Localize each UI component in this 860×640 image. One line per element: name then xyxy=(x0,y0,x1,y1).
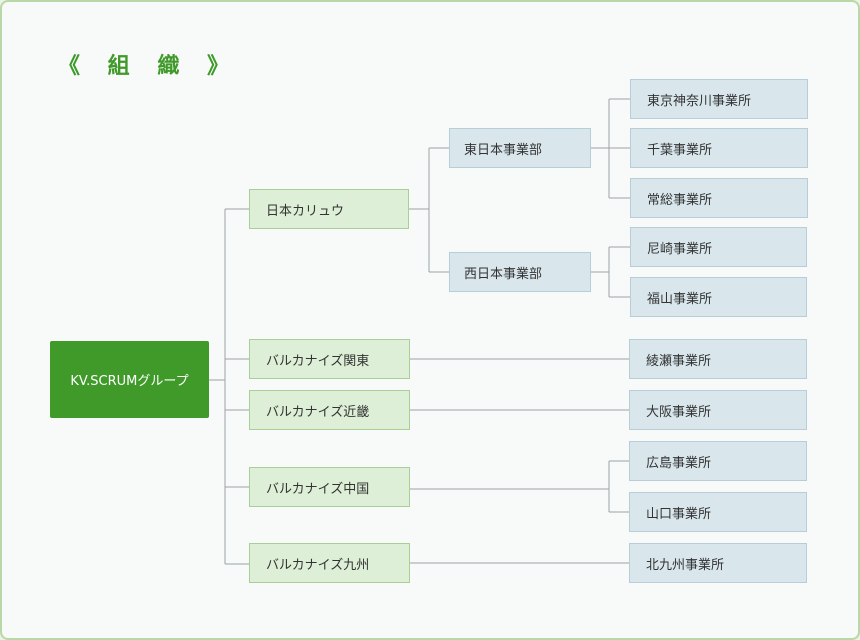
org-node-nihon-karyu[interactable]: 日本カリュウ xyxy=(249,189,409,229)
org-node-vulcanize-kyushu[interactable]: バルカナイズ九州 xyxy=(249,543,410,583)
org-node-east-division[interactable]: 東日本事業部 xyxy=(449,128,591,168)
org-node-office-kitakyushu[interactable]: 北九州事業所 xyxy=(629,543,807,583)
org-node-office-osaka[interactable]: 大阪事業所 xyxy=(629,390,807,430)
org-node-vulcanize-kanto[interactable]: バルカナイズ関東 xyxy=(249,339,410,379)
org-node-office-chiba[interactable]: 千葉事業所 xyxy=(630,128,808,168)
org-node-vulcanize-chugoku[interactable]: バルカナイズ中国 xyxy=(249,467,410,507)
page-title: 《 組 織 》 xyxy=(58,54,239,79)
org-node-office-joso[interactable]: 常総事業所 xyxy=(630,178,808,218)
org-node-west-division[interactable]: 西日本事業部 xyxy=(449,252,591,292)
org-node-office-ayase[interactable]: 綾瀬事業所 xyxy=(629,339,807,379)
org-node-office-amagasaki[interactable]: 尼崎事業所 xyxy=(630,227,807,267)
org-node-office-hiroshima[interactable]: 広島事業所 xyxy=(629,441,807,481)
org-node-vulcanize-kinki[interactable]: バルカナイズ近畿 xyxy=(249,390,410,430)
org-node-office-tokyo-kanagawa[interactable]: 東京神奈川事業所 xyxy=(630,79,808,119)
org-node-office-yamaguchi[interactable]: 山口事業所 xyxy=(629,492,807,532)
org-node-root[interactable]: KV.SCRUMグループ xyxy=(50,341,209,418)
org-node-office-fukuyama[interactable]: 福山事業所 xyxy=(630,277,807,317)
